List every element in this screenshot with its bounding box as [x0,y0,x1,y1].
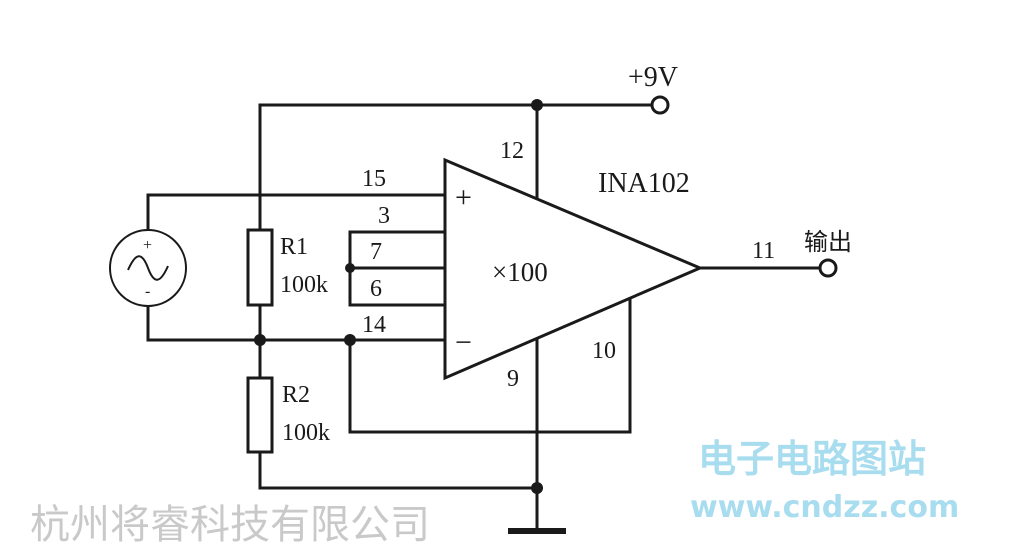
pin14-wire [146,306,445,342]
noninverting-input: + [455,181,472,214]
source-minus: - [145,283,150,300]
pin-7: 7 [370,239,382,265]
ground-return-wire [258,452,537,490]
resistor-r2 [246,376,274,454]
site-watermark-cn: 电子电路图站 [698,437,926,481]
r2-value: 100k [282,420,330,446]
chip-name: INA102 [598,168,690,199]
junction-dot [531,99,543,111]
pin-12: 12 [500,138,524,164]
site-watermark-url: www.cndzz.com [690,490,959,525]
amplifier-triangle [443,157,704,381]
resistor-r1 [246,228,274,307]
source-plus: + [143,237,152,254]
pin-6: 6 [370,276,382,302]
junctions [254,99,543,494]
junction-dot [345,263,355,273]
junction-dot [254,334,266,346]
output-terminal [818,258,838,278]
supply-terminal [650,95,670,115]
pin-9: 9 [507,366,519,392]
pin-15: 15 [362,166,386,192]
pin-14: 14 [362,312,386,338]
gain-label: ×100 [492,257,548,287]
output-label: 输出 [804,228,852,256]
r1-value: 100k [280,272,328,298]
pin10-wire [348,298,632,434]
supply-label: +9V [628,62,678,93]
r2-name: R2 [282,382,310,408]
pin-3: 3 [378,203,390,229]
supply-rail [258,103,652,230]
company-watermark: 杭州将睿科技有限公司 [30,502,430,548]
junction-dot [344,334,356,346]
pin-10: 10 [592,338,616,364]
ac-source-icon [109,229,187,307]
pin15-wire [146,193,445,230]
inverting-input: − [455,326,472,359]
pin-11: 11 [752,238,775,264]
r1-name: R1 [280,234,308,260]
junction-dot [531,482,543,494]
